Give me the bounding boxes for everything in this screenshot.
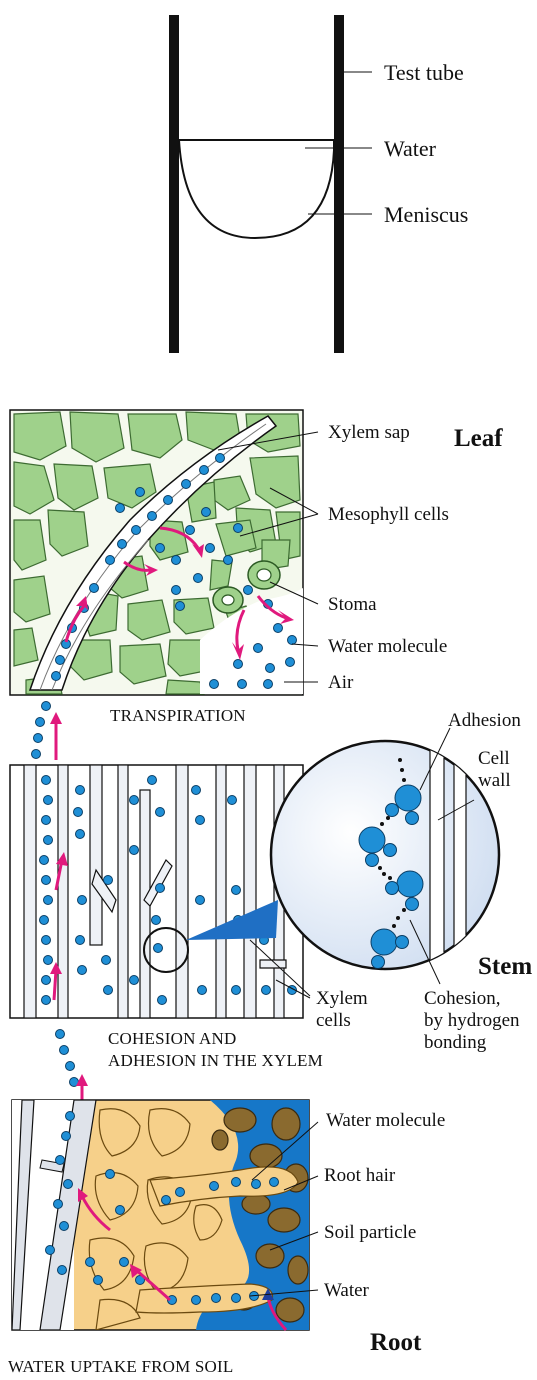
leaf-section-title: Leaf — [454, 425, 503, 452]
mesophyll-cells-label: Mesophyll cells — [328, 504, 449, 525]
air-label: Air — [328, 672, 354, 693]
stem-section-title: Stem — [478, 953, 532, 980]
cohesion-label-line2: by hydrogen — [424, 1010, 520, 1031]
leaf-water-molecule-label: Water molecule — [328, 636, 447, 657]
transpiration-caption: TRANSPIRATION — [110, 706, 246, 725]
root-hair-label: Root hair — [324, 1165, 396, 1186]
test-tube-diagram: Test tube Water Meniscus — [169, 15, 468, 353]
cell-wall-label-line2: wall — [478, 770, 511, 791]
root-water-label: Water — [324, 1280, 370, 1301]
xylem-cells-label-line2: cells — [316, 1010, 351, 1031]
water-label: Water — [384, 136, 437, 161]
cohesion-label-line1: Cohesion, — [424, 988, 501, 1009]
test-tube-left-wall — [169, 15, 179, 353]
test-tube-right-wall — [334, 15, 344, 353]
meniscus-curve — [179, 140, 334, 238]
xylem-cells-label-line1: Xylem — [316, 988, 368, 1009]
cell-wall-label-line1: Cell — [478, 748, 510, 769]
cohesion-caption-line1: COHESION AND — [108, 1029, 237, 1048]
stoma-label: Stoma — [328, 594, 377, 615]
stem-panel — [10, 765, 303, 1018]
leaf-panel — [10, 410, 303, 695]
root-section-title: Root — [370, 1329, 422, 1356]
root-water-molecule-label: Water molecule — [326, 1110, 445, 1131]
water-uptake-caption: WATER UPTAKE FROM SOIL — [8, 1357, 233, 1376]
xylem-sap-label: Xylem sap — [328, 422, 410, 443]
meniscus-label: Meniscus — [384, 202, 468, 227]
adhesion-label: Adhesion — [448, 710, 521, 731]
magnified-view — [271, 740, 499, 980]
root-panel — [12, 1100, 309, 1330]
cohesion-label-line3: bonding — [424, 1032, 487, 1053]
soil-particle-label: Soil particle — [324, 1222, 416, 1243]
cohesion-caption-line2: ADHESION IN THE XYLEM — [108, 1051, 323, 1070]
test-tube-label: Test tube — [384, 60, 464, 85]
